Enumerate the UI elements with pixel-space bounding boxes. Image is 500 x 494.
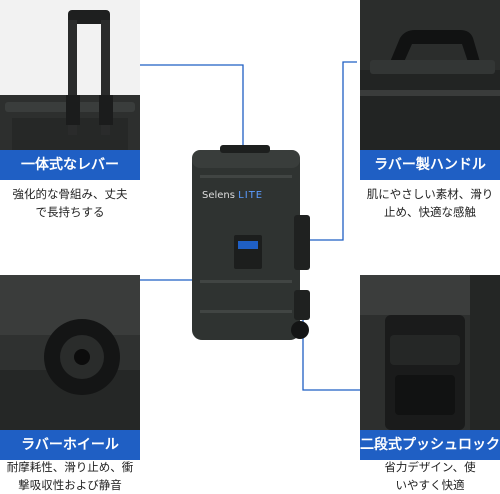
feature-label-lock: 二段式プッシュロック bbox=[360, 430, 500, 460]
lever-photo bbox=[0, 0, 140, 158]
case-model: LITE bbox=[238, 190, 264, 201]
feature-desc-lever: 強化的な骨組み、丈夫 で長持ちする bbox=[0, 185, 140, 221]
desc-line: 耐摩耗性、滑り止め、衝 bbox=[6, 460, 134, 474]
lock-photo bbox=[360, 275, 500, 430]
feature-label-lever: 一体式なレバー bbox=[0, 150, 140, 180]
desc-line: 肌にやさしい素材、滑り bbox=[366, 187, 494, 201]
desc-line: 撃吸収性および静音 bbox=[18, 478, 122, 492]
desc-line: 強化的な骨組み、丈夫 bbox=[12, 187, 128, 201]
feature-desc-wheel: 耐摩耗性、滑り止め、衝 撃吸収性および静音 bbox=[0, 458, 140, 494]
case-product: Selens LITE bbox=[190, 145, 310, 345]
case-brand: Selens bbox=[202, 190, 235, 201]
wheel-photo bbox=[0, 275, 140, 430]
handle-photo bbox=[360, 0, 500, 158]
desc-line: 省力デザイン、使 bbox=[384, 460, 476, 474]
feature-label-handle: ラバー製ハンドル bbox=[360, 150, 500, 180]
case-logo: Selens LITE bbox=[202, 190, 263, 201]
desc-line: 止め、快適な感触 bbox=[384, 205, 476, 219]
feature-desc-handle: 肌にやさしい素材、滑り 止め、快適な感触 bbox=[360, 185, 500, 221]
feature-label-wheel: ラバーホイール bbox=[0, 430, 140, 460]
desc-line: で長持ちする bbox=[35, 205, 105, 219]
desc-line: いやすく快適 bbox=[395, 478, 465, 492]
feature-desc-lock: 省力デザイン、使 いやすく快適 bbox=[360, 458, 500, 494]
